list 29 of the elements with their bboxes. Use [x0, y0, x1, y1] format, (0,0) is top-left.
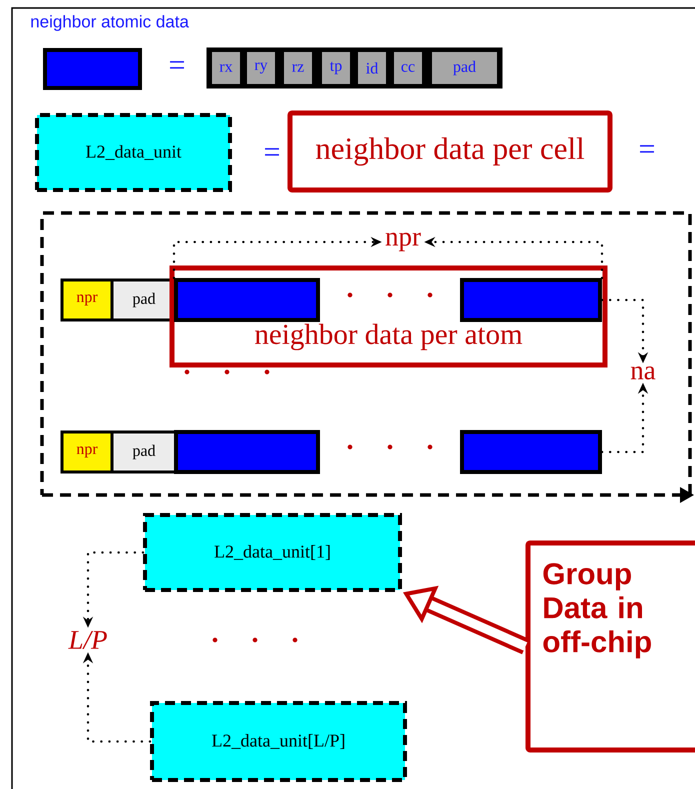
field-cell: pad: [110, 430, 178, 474]
equals-sign: =: [265, 148, 279, 156]
highlight-box: neighbor data per cell: [288, 110, 612, 192]
field-cell: pad: [110, 278, 178, 322]
box-label: neighbor data per atom: [255, 324, 522, 350]
field-cell: cc: [394, 52, 422, 84]
field-cell: id: [358, 52, 386, 84]
field-cell: rz: [284, 52, 312, 84]
data-unit-box: L2_data_unit[1]: [143, 513, 402, 592]
data-block: [460, 278, 602, 322]
callout-text: Group Data in off-chip: [543, 563, 651, 658]
equals-sign: =: [640, 145, 654, 153]
data-block: [174, 278, 320, 322]
data-unit-box: L2_data_unit: [35, 113, 232, 192]
count-label: L/P: [68, 630, 107, 650]
data-block: [43, 48, 142, 90]
data-block: [460, 430, 602, 474]
title: neighbor atomic data: [31, 15, 189, 31]
count-label: npr: [386, 232, 421, 252]
field-cell: pad: [432, 52, 497, 84]
data-unit-box: L2_data_unit[L/P]: [150, 701, 407, 782]
field-cell: npr: [60, 278, 114, 322]
field-cell: npr: [60, 430, 114, 474]
equals-sign: =: [170, 61, 184, 69]
field-cell: tp: [322, 52, 350, 84]
field-cell: ry: [247, 52, 275, 84]
count-label: na: [630, 366, 656, 380]
field-cell: rx: [212, 52, 240, 84]
data-block: [174, 430, 320, 474]
